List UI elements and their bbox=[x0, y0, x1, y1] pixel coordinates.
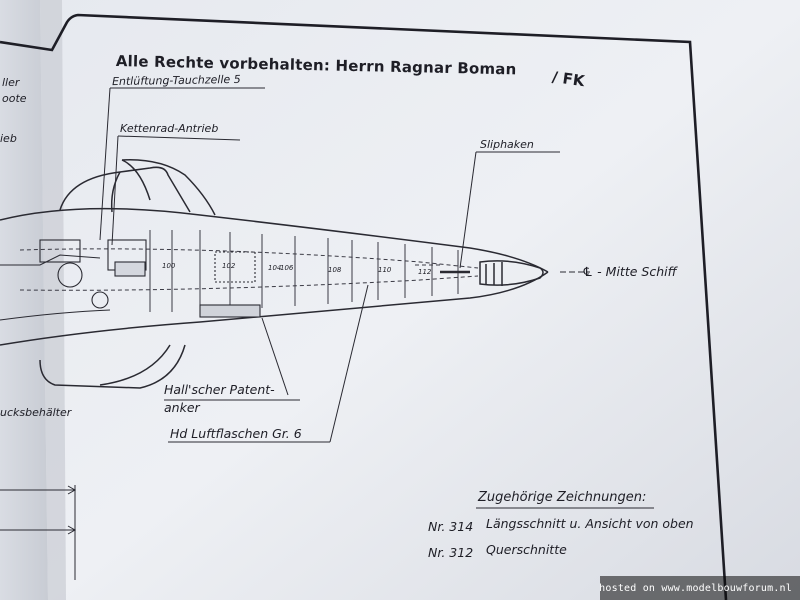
edge-label-1: ller bbox=[2, 76, 20, 89]
frame-number: 108 bbox=[328, 266, 342, 274]
watermark-text: hosted on www.modelbouwforum.nl bbox=[599, 583, 792, 594]
machinery-details bbox=[0, 239, 470, 321]
frame-number: 112 bbox=[418, 268, 432, 276]
related-item-text: Längsschnitt u. Ansicht von oben bbox=[486, 516, 694, 531]
frame-number: 104 bbox=[268, 264, 282, 272]
label-anchor-line2: anker bbox=[164, 400, 200, 415]
related-heading: Zugehörige Zeichnungen: bbox=[478, 490, 647, 505]
frame-number: 100 bbox=[162, 262, 176, 270]
edge-label-4: ucksbehälter bbox=[0, 406, 72, 419]
frame-lines bbox=[149, 230, 459, 312]
frame-number: 102 bbox=[222, 262, 236, 270]
internal-dashed-lines bbox=[19, 248, 479, 291]
label-anchor-line1: Hall'scher Patent- bbox=[164, 382, 275, 397]
edge-label-2: oote bbox=[2, 92, 27, 105]
label-centerline: ℄ - Mitte Schiff bbox=[582, 264, 677, 279]
hull-outline bbox=[0, 159, 549, 389]
label-vent-cell: Entlüftung-Tauchzelle 5 bbox=[111, 72, 241, 89]
related-item-number: Nr. 312 bbox=[428, 545, 474, 560]
dimension-lines bbox=[0, 485, 77, 580]
related-item-number: Nr. 314 bbox=[428, 519, 474, 534]
drawing-border bbox=[0, 13, 728, 600]
label-chain-drive: Kettenrad-Antrieb bbox=[120, 122, 219, 135]
edge-label-3: ieb bbox=[0, 132, 17, 145]
main-page bbox=[40, 0, 800, 600]
watermark-bar bbox=[600, 576, 800, 600]
related-item-text: Querschnitte bbox=[486, 542, 567, 557]
label-slip-hook: Sliphaken bbox=[480, 138, 534, 151]
frame-number: 110 bbox=[378, 266, 392, 274]
leader-lines bbox=[99, 87, 590, 443]
frame-number: 106 bbox=[280, 264, 294, 272]
label-air-bottles: Hd Luftflaschen Gr. 6 bbox=[170, 426, 302, 441]
